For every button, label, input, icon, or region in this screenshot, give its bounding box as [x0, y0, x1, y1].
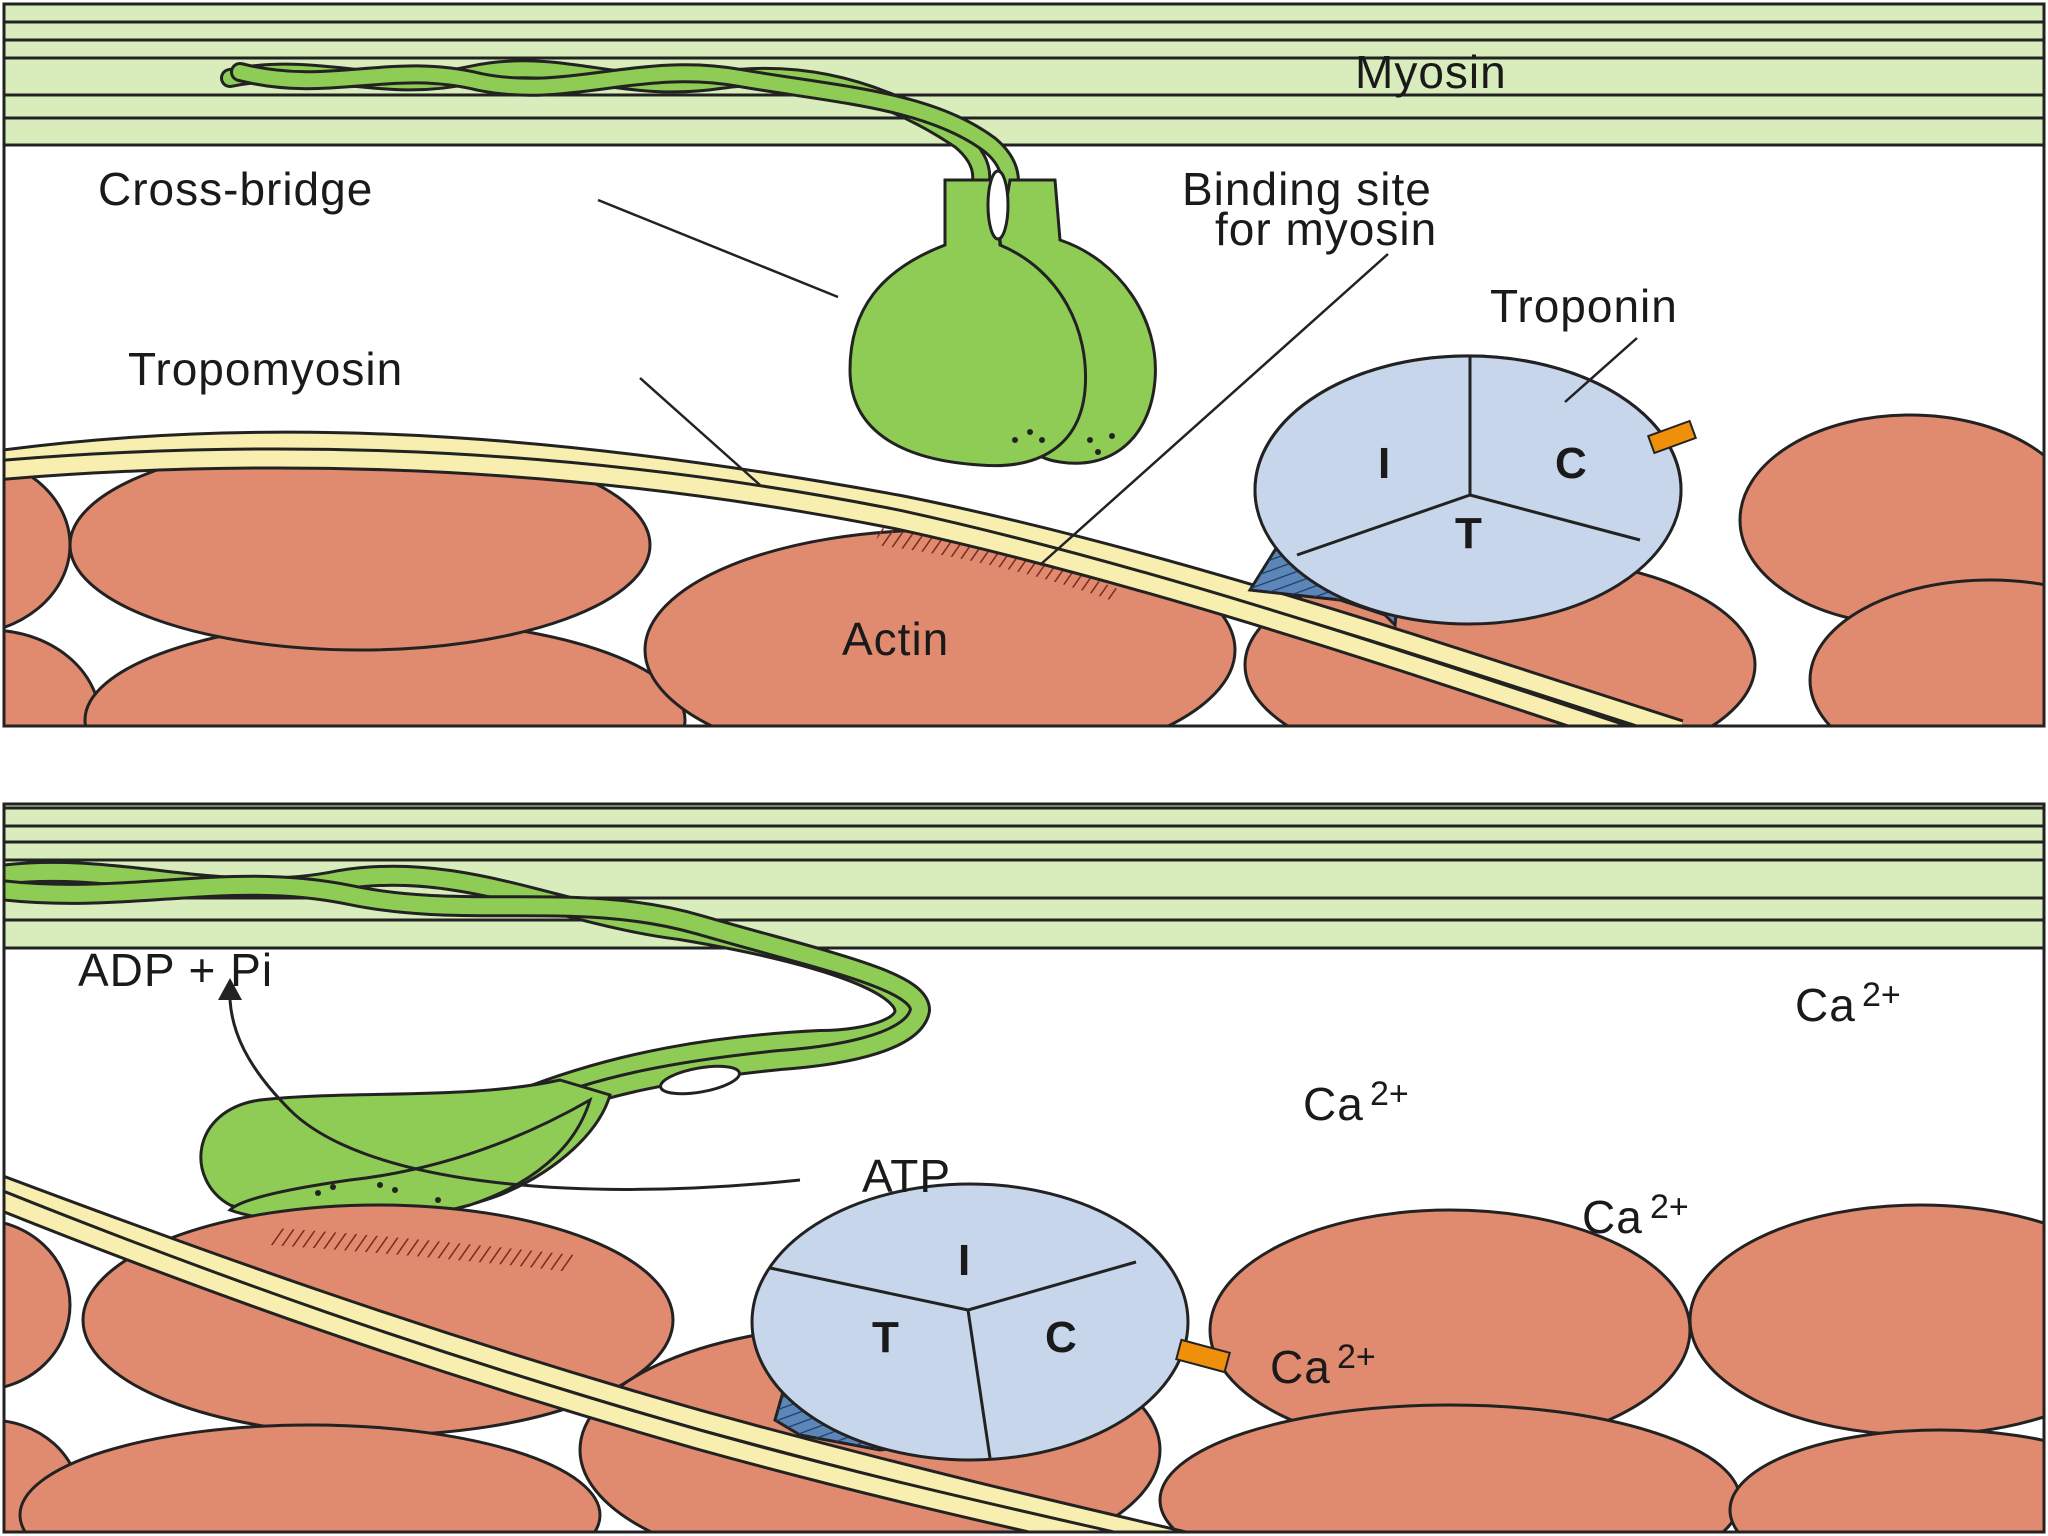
troponin-label: Troponin: [1490, 280, 1678, 332]
cross-bridge-label: Cross-bridge: [98, 163, 373, 215]
tropomyosin-leader: [639, 377, 761, 486]
calcium-bound-site: [1175, 1338, 1231, 1374]
troponin-segment-t: T: [1455, 509, 1482, 558]
tropomyosin-label: Tropomyosin: [128, 343, 403, 395]
calcium-label: Ca: [1270, 1341, 1331, 1393]
binding-site-label-line2: for myosin: [1215, 203, 1437, 255]
troponin-segment-t-bottom: T: [872, 1313, 899, 1362]
troponin-segment-i-bottom: I: [958, 1236, 970, 1285]
myosin-binding-site-exposed: [270, 1228, 575, 1272]
myosin-tail-bottom: [4, 860, 932, 1126]
calcium-ion-1: Ca 2+: [1795, 976, 1901, 1031]
calcium-binding-site: [1646, 419, 1698, 455]
calcium-charge: 2+: [1337, 1338, 1376, 1376]
troponin-segment-i: I: [1378, 439, 1390, 488]
troponin-segment-c-bottom: C: [1045, 1313, 1077, 1362]
actin-label: Actin: [842, 613, 949, 665]
atp-hydrolysis-arrow: [228, 999, 801, 1191]
calcium-charge: 2+: [1370, 1075, 1409, 1113]
calcium-ion-3: Ca 2+: [1582, 1188, 1689, 1243]
myosin-tail: [220, 59, 1020, 225]
cross-bridge-head: [848, 169, 1157, 468]
myosin-filament-bottom: [4, 804, 2044, 950]
bottom-panel: I T C ADP + Pi ATP Ca 2+ Ca 2+ Ca 2+ Ca …: [4, 804, 2044, 1532]
troponin-complex: I C T: [1247, 354, 1698, 629]
myosin-filament: [4, 4, 2044, 147]
cross-bridge-leader: [597, 198, 839, 299]
calcium-label: Ca: [1582, 1191, 1643, 1243]
tropomyosin-strand: [4, 430, 1684, 726]
troponin-segment-c: C: [1555, 439, 1587, 488]
adp-pi-label: ADP + Pi: [78, 944, 273, 996]
top-panel: I C T Myosin Cross-bridge Binding site f…: [4, 4, 2044, 726]
calcium-label: Ca: [1795, 979, 1856, 1031]
tropomyosin-strand-bottom: [4, 1174, 1193, 1532]
bottom-panel-border: [2, 802, 2046, 1534]
calcium-ion-2: Ca 2+: [1303, 1075, 1409, 1130]
binding-site-label-line1: Binding site: [1182, 163, 1432, 215]
calcium-ion-bound: Ca 2+: [1270, 1338, 1376, 1393]
binding-site-leader: [1039, 253, 1389, 566]
myosin-label: Myosin: [1355, 46, 1507, 98]
calcium-charge: 2+: [1650, 1188, 1689, 1226]
arrowhead-icon: [218, 978, 242, 1000]
myosin-binding-site: [875, 528, 1120, 600]
atp-label: ATP: [862, 1150, 951, 1202]
cross-bridge-head-bound: [199, 1064, 741, 1224]
calcium-charge: 2+: [1862, 976, 1901, 1014]
calcium-label: Ca: [1303, 1078, 1364, 1130]
top-panel-border: [2, 2, 2046, 728]
troponin-complex-bottom: I T C: [750, 1182, 1231, 1462]
troponin-leader: [1564, 337, 1638, 403]
